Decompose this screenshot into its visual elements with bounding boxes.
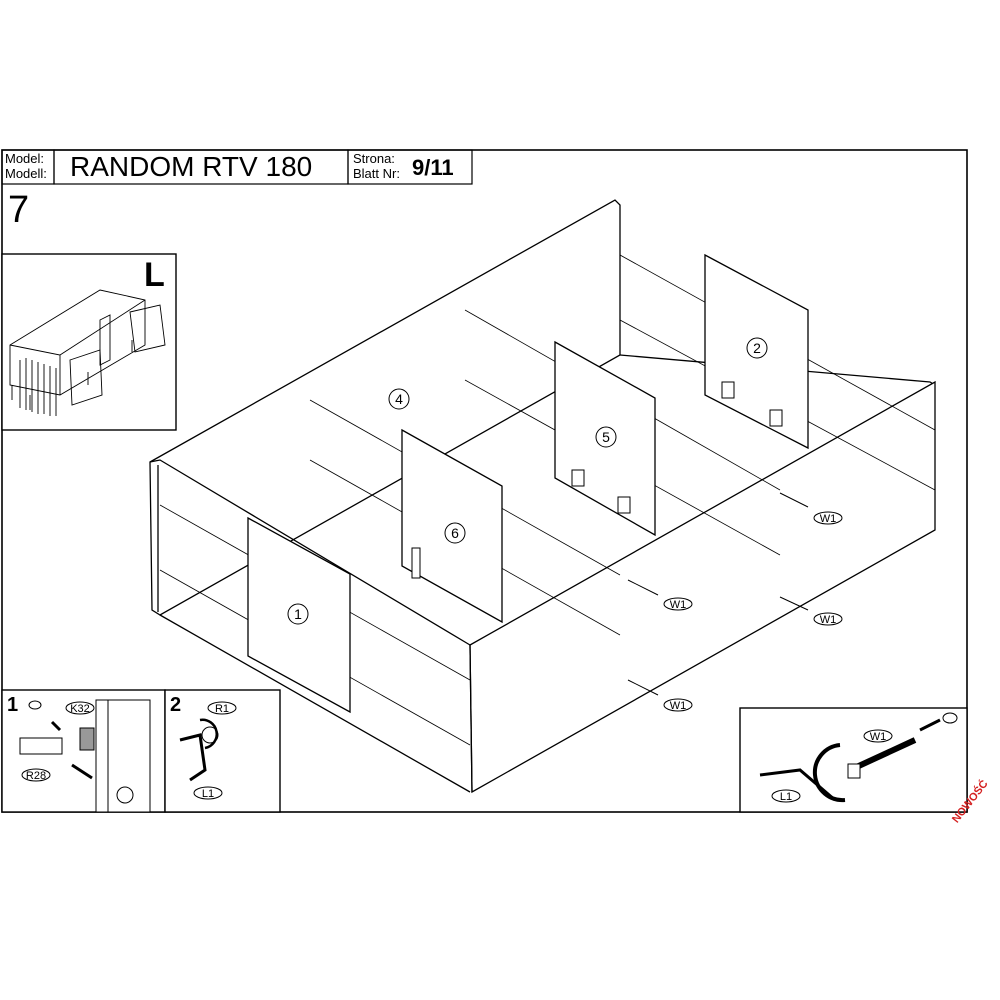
w1-label-a: W1 — [820, 513, 837, 525]
blatt-label: Blatt Nr: — [353, 166, 400, 181]
screw-inset — [739, 707, 968, 813]
screw-inset-l1-label: L1 — [780, 791, 792, 803]
strona-label: Strona: — [353, 151, 395, 166]
w1-label-b: W1 — [670, 599, 687, 611]
title-block — [1, 149, 473, 185]
w1-label-d: W1 — [670, 700, 687, 712]
panel-4-marker — [388, 388, 410, 410]
r1-label: R1 — [215, 703, 229, 715]
inset-1-step-number: 1 — [7, 694, 19, 716]
step-number: 7 — [8, 189, 30, 231]
panel-2 — [704, 253, 809, 450]
model-label: Model: — [5, 151, 45, 166]
k32-label: K32 — [70, 703, 90, 715]
page-frame — [1, 149, 968, 813]
panel-2-number: 2 — [753, 340, 761, 356]
panel-6-number: 6 — [451, 525, 459, 541]
page-number: 9/11 — [412, 155, 454, 180]
w1-label-c: W1 — [820, 614, 837, 626]
inset-2-step-number: 2 — [170, 694, 182, 716]
w1-screws — [627, 492, 843, 712]
inset-2 — [164, 689, 281, 813]
panel-5-number: 5 — [602, 429, 610, 445]
panel-4-number: 4 — [395, 391, 403, 407]
overview-inset — [1, 253, 177, 431]
panel-1 — [247, 516, 351, 714]
panel-1-number: 1 — [294, 606, 302, 622]
model-name: RANDOM RTV 180 — [70, 151, 313, 182]
cabinet-frame — [149, 199, 936, 794]
variant-letter: L — [144, 256, 165, 294]
panel-5 — [554, 340, 656, 537]
screw-inset-w1-label: W1 — [870, 731, 887, 743]
inset-1 — [1, 689, 166, 813]
panel-6 — [401, 428, 503, 624]
modell-label: Modell: — [5, 166, 47, 181]
r28-label: R28 — [26, 770, 46, 782]
l1-label: L1 — [202, 788, 214, 800]
